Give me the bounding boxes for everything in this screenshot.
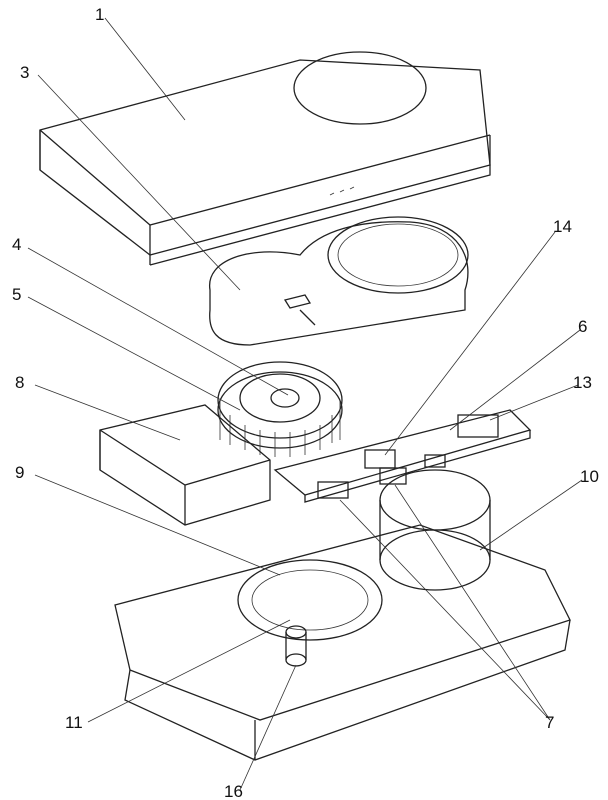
label-11: 11 [65,713,83,732]
label-7: 7 [545,713,554,732]
label-14: 14 [553,217,572,236]
cover-part [39,51,491,266]
label-5: 5 [12,285,21,304]
label-16: 16 [224,782,243,800]
battery-part [99,404,271,526]
fan-part [217,361,343,457]
label-8: 8 [15,373,24,392]
label-1: 1 [95,5,104,24]
base-housing-part [114,469,571,761]
label-3: 3 [20,63,29,82]
leader-lines [27,17,583,791]
label-13: 13 [573,373,592,392]
upper-shell-part [209,216,469,346]
circuit-board-part [273,409,532,503]
label-9: 9 [15,463,24,482]
label-10: 10 [580,467,599,486]
label-6: 6 [578,317,587,336]
label-4: 4 [12,235,21,254]
